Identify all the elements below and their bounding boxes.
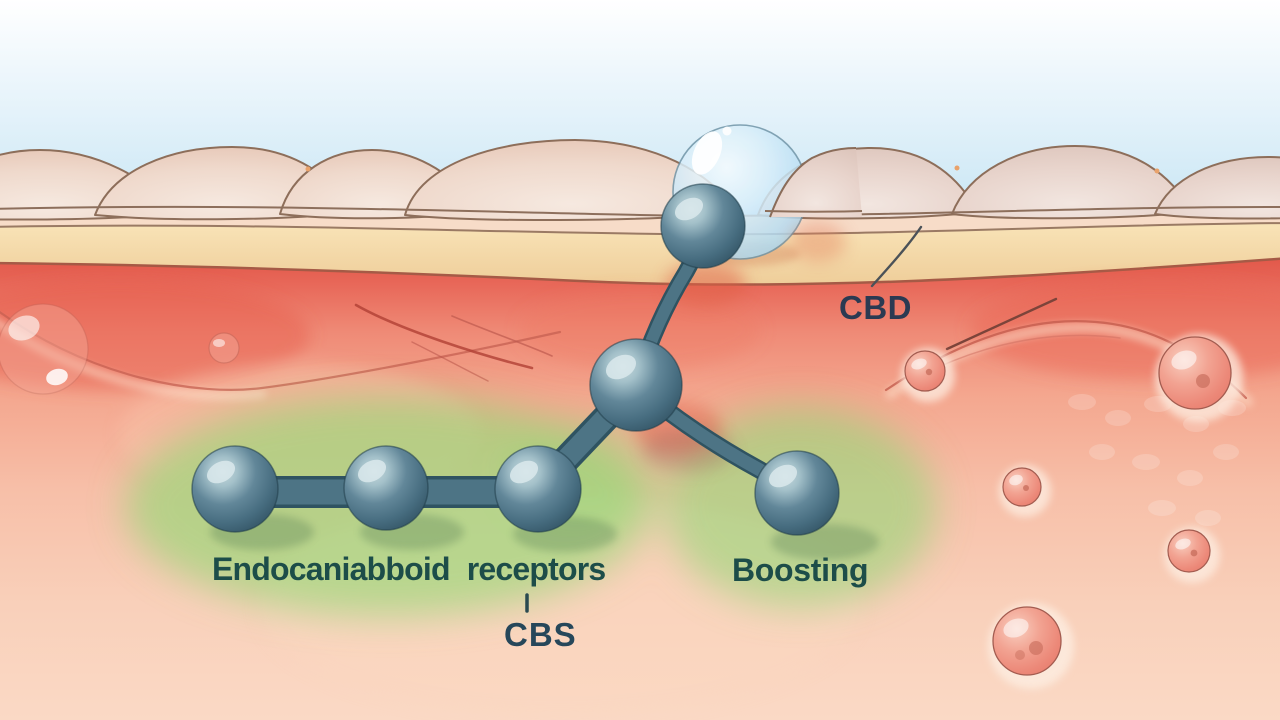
boosting-sphere [754, 450, 840, 536]
vesicle-icon [1155, 334, 1243, 422]
label-boosting: Boosting [732, 552, 869, 588]
label-cbd: CBD [839, 289, 912, 326]
vesicles [0, 303, 1243, 689]
annotation-line [945, 297, 1058, 351]
vesicle-icon [999, 465, 1051, 517]
bump-seam-dot [954, 165, 960, 171]
vesicle-icon [901, 348, 955, 402]
dermis-line [0, 257, 1280, 286]
dermis-texture [1068, 394, 1246, 526]
cbd-molecule-icon [191, 183, 840, 536]
label-endocannabinoid-receptors: Endocaniabboid receptors [212, 551, 606, 587]
sphere-highlights [206, 197, 798, 488]
vesicle-icon [1164, 527, 1220, 583]
bump-seam-dot [305, 166, 311, 172]
label-cbs: CBS [504, 616, 577, 653]
bump-over-droplet [764, 147, 863, 218]
surface-line [0, 205, 1280, 217]
vesicle-icon [988, 603, 1074, 689]
central-sphere [589, 338, 683, 432]
vesicle-icon [0, 303, 89, 395]
receptor-chain-icon [191, 445, 582, 533]
skin-surface-bumps [0, 139, 1280, 222]
vesicle-icon [208, 332, 240, 364]
top-sphere [660, 183, 746, 269]
bump-seam-dot [1154, 168, 1160, 174]
cbd-pointer-line [870, 225, 923, 288]
